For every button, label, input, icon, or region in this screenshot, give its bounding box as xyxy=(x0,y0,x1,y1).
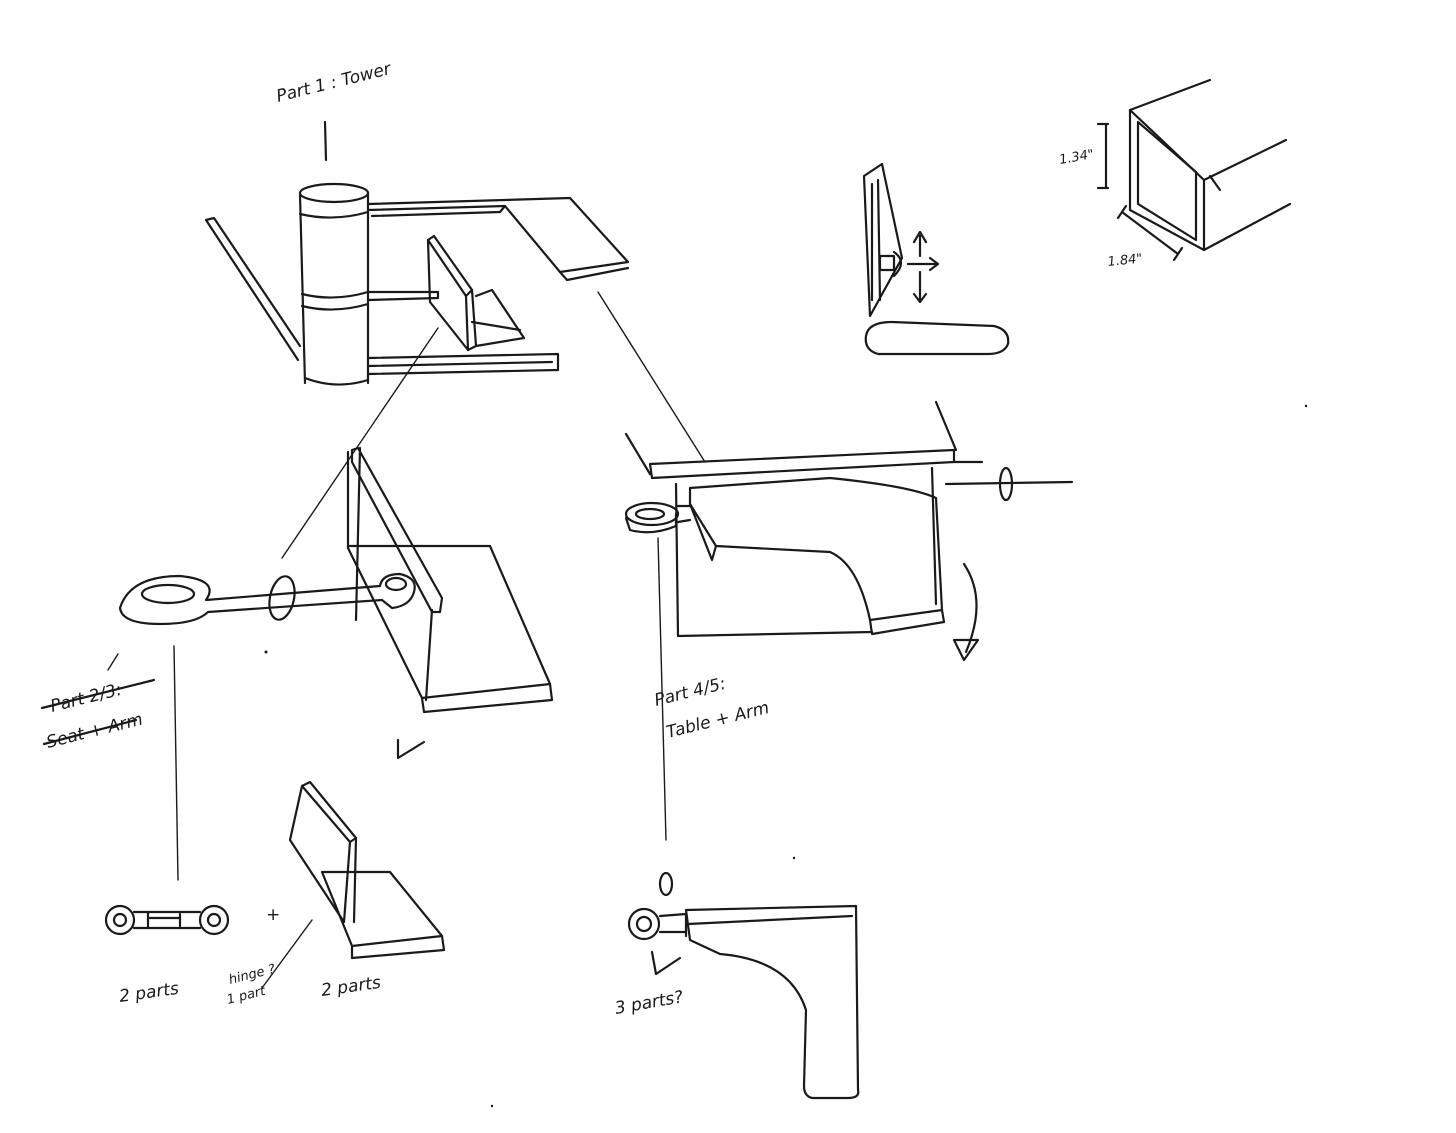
arm-part-sketch xyxy=(104,904,230,936)
dim-width-label: 1.84" xyxy=(1107,251,1143,270)
table-arm-sketch xyxy=(624,400,1074,841)
two-parts-right-label: 2 parts xyxy=(320,973,382,1001)
connector-lines xyxy=(281,291,706,559)
seat-part-sketch xyxy=(261,780,446,989)
two-parts-left-label: 2 parts xyxy=(118,979,180,1007)
plus-sign: + xyxy=(266,905,280,925)
stray-marks xyxy=(264,404,1308,1108)
part1-label: Part 1 : Tower xyxy=(274,59,393,107)
seat-arm-sketch xyxy=(40,446,554,881)
hinge-detail-sketch xyxy=(862,162,1010,356)
tube-dimension-sketch xyxy=(1096,78,1292,262)
part23-label-line2: Seat + Arm xyxy=(44,710,144,753)
table-part-sketch xyxy=(627,871,860,1100)
part45-label-line1: Part 4/5: xyxy=(652,674,728,711)
tower-sketch xyxy=(204,120,630,386)
three-parts-label: 3 parts? xyxy=(613,987,684,1019)
dim-height-label: 1.34" xyxy=(1058,147,1095,168)
part23-label-line1: Part 2/3: xyxy=(48,680,124,717)
hinge-label-line1: hinge ? xyxy=(227,962,277,988)
